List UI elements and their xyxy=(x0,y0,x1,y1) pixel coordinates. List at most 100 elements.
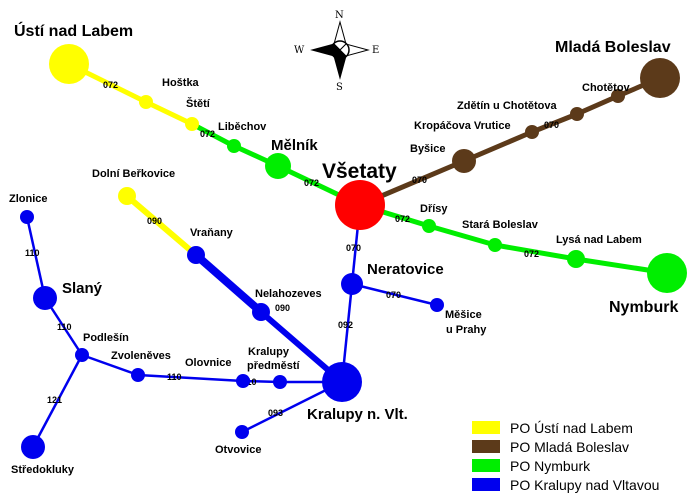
station-stredokluky-marker[interactable] xyxy=(21,435,45,459)
station-otvovice-label: Otvovice xyxy=(215,444,261,456)
station-bysice-marker[interactable] xyxy=(452,149,476,173)
station-neratovice-marker[interactable] xyxy=(341,273,363,295)
station-olovnice-label: Olovnice xyxy=(185,357,231,369)
station-podlesin-label: Podlešín xyxy=(83,332,129,344)
legend-swatch-mlada xyxy=(472,440,500,453)
station-nymburk-marker[interactable] xyxy=(647,253,687,293)
track-neratovice-mesice xyxy=(351,282,438,307)
line-number: 070 xyxy=(544,120,559,130)
station-libechov-label: Liběchov xyxy=(218,121,267,133)
station-mesice-label-1: Měšice xyxy=(445,309,482,321)
legend-label-usti: PO Ústí nad Labem xyxy=(510,420,633,436)
line-number: 121 xyxy=(47,395,62,405)
station-neratovice-label: Neratovice xyxy=(367,261,444,278)
station-podlesin-marker[interactable] xyxy=(75,348,89,362)
station-vsetaty-marker[interactable] xyxy=(335,180,385,230)
track-dolni-vranany xyxy=(125,193,198,258)
station-labels: Ústí nad Labem Hoštka Štětí Liběchov Měl… xyxy=(9,21,678,476)
station-usti-marker[interactable] xyxy=(49,44,89,84)
track-podlesin-stredokluky xyxy=(31,354,84,448)
station-slany-label: Slaný xyxy=(62,280,103,297)
legend: PO Ústí nad Labem PO Mladá Boleslav PO N… xyxy=(472,420,659,493)
line-number: 072 xyxy=(524,249,539,259)
track-drisy-stara xyxy=(428,223,496,248)
station-otvovice-marker[interactable] xyxy=(235,425,249,439)
line-number: 093 xyxy=(268,408,283,418)
station-hostka-label: Hoštka xyxy=(162,77,200,89)
station-stredokluky-label: Středokluky xyxy=(11,464,75,476)
station-mlada-marker[interactable] xyxy=(640,58,680,98)
line-number: 070 xyxy=(386,290,401,300)
station-mesice-label-2: u Prahy xyxy=(446,324,487,336)
legend-swatch-nymburk xyxy=(472,459,500,472)
track-zdetin-chotetov xyxy=(575,93,620,117)
station-zvolenoves-marker[interactable] xyxy=(131,368,145,382)
station-melnik-label: Mělník xyxy=(271,137,318,154)
station-olovnice-marker[interactable] xyxy=(236,374,250,388)
compass-north: N xyxy=(335,10,344,21)
station-mesice-marker[interactable] xyxy=(430,298,444,312)
station-chotetov-label: Chotětov xyxy=(582,82,631,94)
station-vranany-marker[interactable] xyxy=(187,246,205,264)
station-drisy-marker[interactable] xyxy=(422,219,436,233)
station-steti-label: Štětí xyxy=(186,97,211,110)
station-hostka-marker[interactable] xyxy=(139,95,153,109)
station-bysice-label: Byšice xyxy=(410,143,445,155)
track-steti-libechov xyxy=(190,121,234,148)
station-libechov-marker[interactable] xyxy=(227,139,241,153)
station-kp-label-2: předměstí xyxy=(247,360,301,372)
line-number: 070 xyxy=(412,175,427,185)
legend-swatch-usti xyxy=(472,421,500,434)
station-dolni-marker[interactable] xyxy=(118,187,136,205)
line-number: 090 xyxy=(275,303,290,313)
line-number: 090 xyxy=(147,216,162,226)
compass-ring-icon xyxy=(330,40,350,60)
station-zlonice-marker[interactable] xyxy=(20,210,34,224)
station-zlonice-label: Zlonice xyxy=(9,193,48,205)
track-zvolenoves-podlesin xyxy=(81,353,139,377)
track-hostka-steti xyxy=(144,99,194,127)
legend-swatch-kralupy xyxy=(472,478,500,491)
station-kralupy-label: Kralupy n. Vlt. xyxy=(307,406,408,423)
line-number: 072 xyxy=(103,80,118,90)
compass-south: S xyxy=(336,82,343,93)
legend-label-nymburk: PO Nymburk xyxy=(510,458,591,474)
station-usti-label: Ústí nad Labem xyxy=(14,21,133,40)
station-drisy-label: Dřísy xyxy=(420,203,448,215)
station-zdetin-marker[interactable] xyxy=(570,107,584,121)
station-zvolenoves-label: Zvoleněves xyxy=(111,350,171,362)
line-number: 070 xyxy=(346,243,361,253)
compass-rose: N S W E xyxy=(294,10,379,93)
station-nelahozeves-label: Nelahozeves xyxy=(255,288,322,300)
station-kropacova-marker[interactable] xyxy=(525,125,539,139)
station-vranany-label: Vraňany xyxy=(190,227,234,239)
compass-needle-icon xyxy=(310,43,341,57)
station-melnik-marker[interactable] xyxy=(265,153,291,179)
station-dolni-label: Dolní Beřkovice xyxy=(92,168,175,180)
compass-east: E xyxy=(372,45,379,56)
line-number: 110 xyxy=(25,248,40,258)
station-stara-marker[interactable] xyxy=(488,238,502,252)
line-number: 072 xyxy=(304,178,319,188)
station-nelahozeves-marker[interactable] xyxy=(252,303,270,321)
station-mlada-label: Mladá Boleslav xyxy=(555,39,671,56)
station-steti-marker[interactable] xyxy=(185,117,199,131)
track-bysice-kropacova xyxy=(463,129,533,164)
station-lysa-label: Lysá nad Labem xyxy=(556,234,642,246)
compass-west: W xyxy=(294,45,305,56)
station-kp-marker[interactable] xyxy=(273,375,287,389)
track-vranany-nelahozeves xyxy=(193,251,264,316)
track-kropacova-zdetin xyxy=(531,111,578,135)
track-slany-zlonice xyxy=(25,216,47,299)
station-slany-marker[interactable] xyxy=(33,286,57,310)
line-number: 072 xyxy=(200,129,215,139)
line-number: 072 xyxy=(395,214,410,224)
station-chotetov-marker[interactable] xyxy=(611,89,625,103)
station-zdetin-label: Zdětín u Chotětova xyxy=(457,100,557,112)
station-lysa-marker[interactable] xyxy=(567,250,585,268)
station-kp-label-1: Kralupy xyxy=(248,346,290,358)
station-vsetaty-label: Všetaty xyxy=(322,160,397,183)
station-kralupy-marker[interactable] xyxy=(322,362,362,402)
track-stara-lysa xyxy=(494,242,577,262)
